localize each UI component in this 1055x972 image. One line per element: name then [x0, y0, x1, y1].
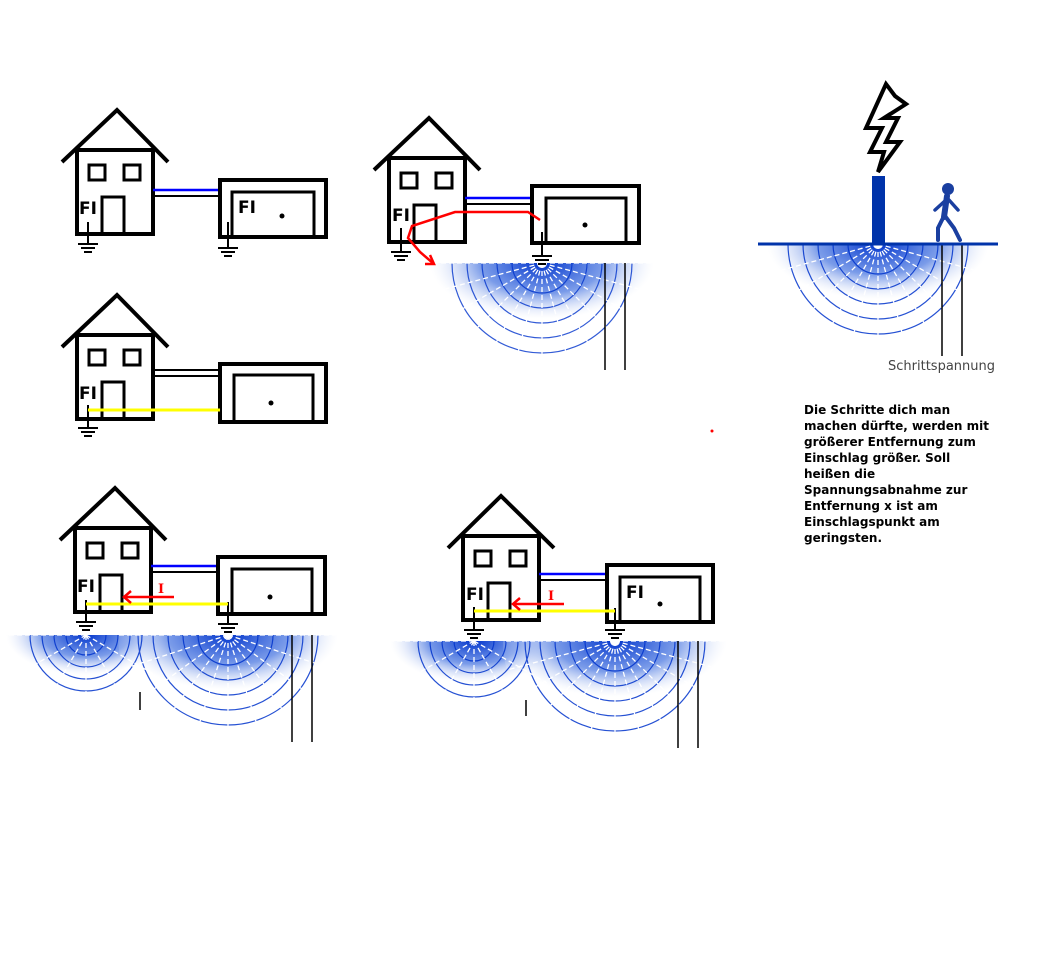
explanation-line: Spannungsabnahme zur	[804, 483, 968, 497]
house	[446, 493, 556, 622]
fi-label: FI	[238, 198, 256, 218]
ground-symbol-icon	[605, 608, 625, 639]
scene-pe-bond: FI	[60, 292, 328, 437]
garage-dot	[279, 213, 285, 219]
fi-label: FI	[392, 206, 410, 226]
house	[60, 292, 170, 421]
house	[372, 115, 482, 244]
fi-label: FI	[79, 384, 97, 404]
explanation-line: Die Schritte dich man	[804, 403, 951, 417]
garage	[218, 362, 328, 424]
fi-label: FI	[466, 585, 484, 605]
explanation-line: machen dürfte, werden mit	[804, 419, 989, 433]
garage-dot	[268, 400, 274, 406]
explanation-line: geringsten.	[804, 531, 883, 545]
explanation-line: Einschlag größer. Soll	[804, 451, 951, 465]
earth-potential-field	[390, 640, 727, 753]
scene-bond-current-right: FI FI I	[390, 493, 727, 753]
fi-label: FI	[626, 583, 644, 603]
ground-symbol-icon	[532, 232, 552, 265]
garage-dot	[582, 222, 588, 228]
garage	[216, 555, 327, 616]
garage	[218, 178, 328, 239]
garage-dot	[657, 601, 663, 607]
explanation-line: Einschlagspunkt am	[804, 515, 940, 529]
fi-label: FI	[79, 199, 97, 219]
explanation-text: Die Schritte dich man machen dürfte, wer…	[804, 402, 1004, 546]
ground-symbol-icon	[391, 228, 411, 261]
house	[60, 107, 170, 236]
current-arrow	[511, 597, 564, 611]
scene-lightning: Schrittspannung	[758, 80, 998, 374]
walking-person-icon	[933, 183, 962, 242]
earth-potential-field	[767, 243, 989, 356]
neutral-wire	[153, 188, 220, 197]
ground-symbol-icon	[218, 222, 238, 257]
ground-symbol-icon	[218, 602, 238, 633]
current-arrow	[122, 590, 174, 604]
explanation-line: Entfernung x ist am	[804, 499, 938, 513]
earth-potential-field	[430, 262, 654, 375]
current-label: I	[548, 589, 554, 604]
neutral-wire	[465, 196, 532, 205]
garage	[530, 184, 641, 245]
current-label: I	[158, 582, 164, 597]
fi-label: FI	[77, 577, 95, 597]
stray-dot	[710, 429, 714, 433]
scene-normal: FI FI	[60, 107, 328, 257]
ground-symbol-icon	[78, 222, 98, 253]
explanation-line: heißen die	[804, 467, 876, 481]
scene-bond-current-left: FI I	[6, 485, 338, 745]
house	[58, 485, 168, 614]
lightning-bolt-icon	[862, 80, 910, 174]
lightning-mast	[872, 176, 885, 244]
neutral-wire	[151, 564, 218, 573]
earth-potential-field	[6, 634, 338, 745]
fault-current-path	[406, 210, 541, 266]
step-voltage-label: Schrittspannung	[888, 359, 995, 374]
explanation-line: größerer Entfernung zum	[804, 435, 976, 449]
scene-fault-soil: FI	[372, 115, 654, 375]
garage	[605, 563, 715, 624]
neutral-wire	[153, 369, 220, 377]
neutral-wire	[539, 572, 607, 581]
garage-dot	[267, 594, 273, 600]
